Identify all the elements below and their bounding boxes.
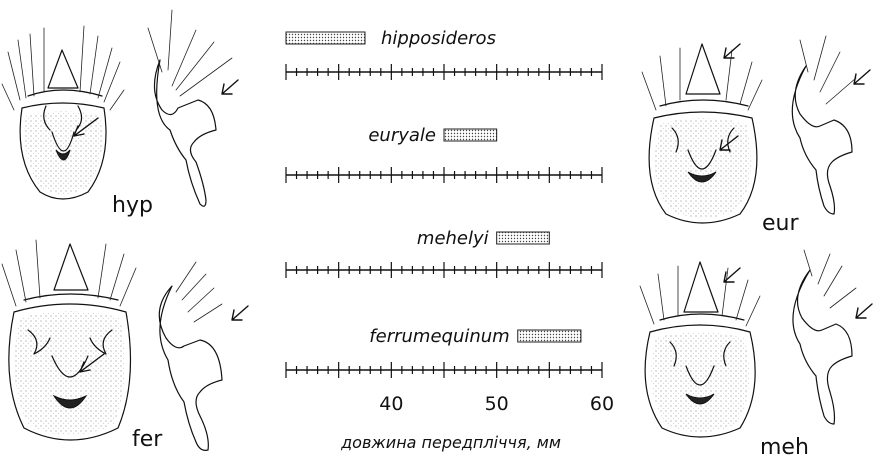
- specimen-code-eur: eur: [762, 211, 799, 236]
- hyp-front-view-drawing: [2, 26, 124, 199]
- eur-side-view-drawing: [792, 36, 856, 214]
- meh-arrow-2: [856, 304, 872, 318]
- series-label-hipposideros: hipposideros: [381, 28, 496, 49]
- meh-side-view-drawing: [793, 250, 856, 424]
- tick-label-60: 60: [590, 393, 614, 415]
- range-bar-euryale: [444, 129, 497, 141]
- eur-arrow-1: [724, 44, 740, 58]
- range-bar-mehelyi: [497, 232, 550, 244]
- eur-arrow-2: [854, 70, 870, 84]
- tick-label-40: 40: [379, 393, 403, 415]
- range-bar-ferrumequinum: [518, 330, 581, 342]
- hyp-side-view-drawing: [148, 10, 232, 206]
- series-label-euryale: euryale: [368, 125, 436, 146]
- meh-arrow-1: [724, 268, 740, 282]
- specimen-code-fer: fer: [132, 427, 163, 452]
- range-bar-hipposideros: [286, 32, 365, 44]
- specimen-code-meh: meh: [760, 435, 809, 459]
- tick-label-50: 50: [485, 393, 509, 415]
- x-axis-title: довжина передпліччя, мм: [340, 433, 561, 452]
- eur-front-view-drawing: [642, 44, 762, 223]
- fer-arrow-2: [232, 306, 248, 320]
- specimen-code-hyp: hyp: [112, 193, 153, 218]
- fer-side-view-drawing: [159, 262, 222, 450]
- hyp-arrow-2: [222, 80, 238, 94]
- meh-front-view-drawing: [640, 262, 760, 437]
- fer-front-view-drawing: [2, 240, 136, 440]
- series-label-mehelyi: mehelyi: [417, 228, 489, 249]
- range-chart: hipposideros euryale mehelyi ferrumequinum 4…: [286, 28, 614, 415]
- series-label-ferrumequinum: ferrumequinum: [369, 326, 509, 347]
